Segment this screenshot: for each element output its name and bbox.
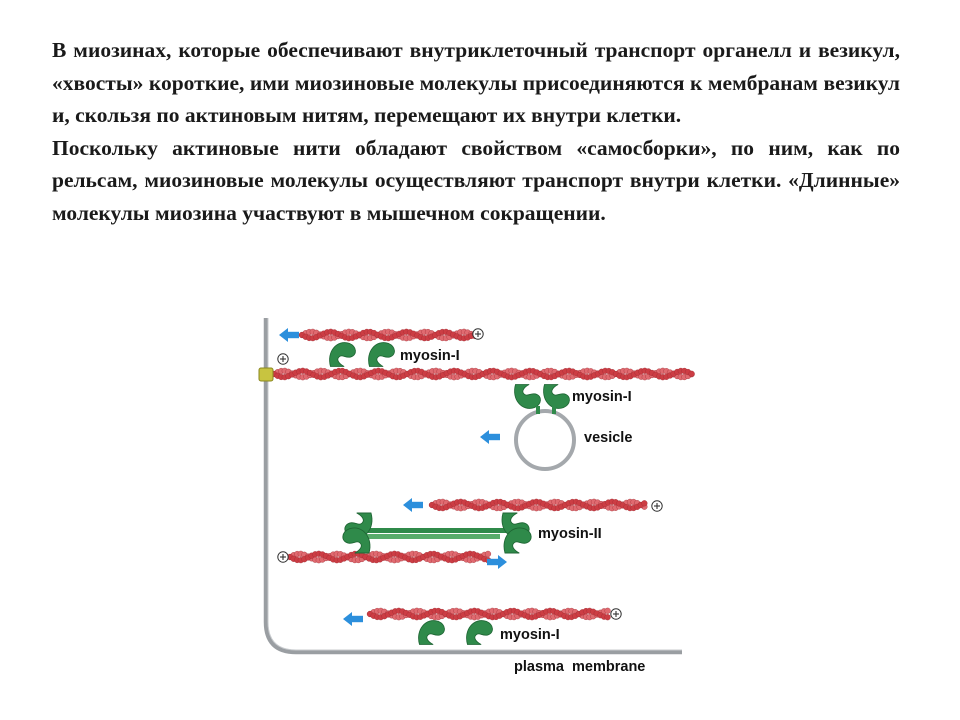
plus-end-icon	[472, 328, 484, 340]
direction-arrow-icon	[343, 612, 363, 626]
plasma-membrane	[263, 318, 682, 655]
actin-filament-3	[428, 498, 648, 512]
label-vesicle: vesicle	[584, 430, 632, 446]
actin-filament-1	[298, 328, 478, 342]
vesicle	[514, 409, 576, 471]
membrane-anchor	[258, 367, 274, 382]
direction-arrow-icon	[480, 430, 500, 444]
actin-filament-5	[366, 607, 611, 621]
direction-arrow-icon	[487, 555, 507, 569]
direction-arrow-icon	[403, 498, 423, 512]
text-block: В миозинах, которые обеспечивают внутрик…	[52, 34, 900, 229]
direction-arrow-icon	[279, 328, 299, 342]
label-plasma-membrane: plasma membrane	[514, 659, 645, 675]
paragraph-1: В миозинах, которые обеспечивают внутрик…	[52, 38, 900, 127]
plus-end-icon	[651, 500, 663, 512]
actin-filament-2	[270, 367, 695, 381]
myosin-transport-diagram: myosin-I myosin-I vesicle myosin-II myos…	[258, 318, 695, 675]
label-myosin-ii: myosin-II	[538, 526, 602, 542]
label-myosin-i-bottom: myosin-I	[500, 627, 560, 643]
label-myosin-i-top: myosin-I	[400, 348, 460, 364]
plus-end-icon	[277, 551, 289, 563]
plus-end-icon	[610, 608, 622, 620]
label-myosin-i-vesicle: myosin-I	[572, 389, 632, 405]
myosin-ii	[342, 512, 532, 554]
myosin-i-bottom	[418, 620, 493, 645]
actin-filament-4	[286, 550, 492, 564]
myosin-i-vesicle	[514, 384, 570, 414]
plus-end-icon	[277, 353, 289, 365]
paragraph-2: Поскольку актиновые нити обладают свойст…	[52, 135, 900, 225]
myosin-i-top	[329, 342, 395, 367]
